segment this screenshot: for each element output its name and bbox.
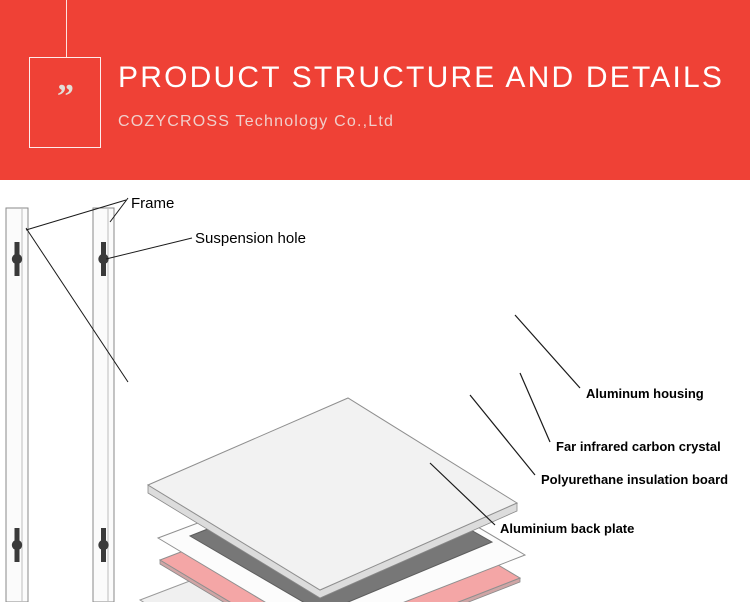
leader-polyurethane-insulation-board	[469, 394, 536, 476]
page-header-banner: ” PRODUCT STRUCTURE AND DETAILS COZYCROS…	[0, 0, 750, 180]
label-frame: Frame	[131, 195, 175, 212]
label-aluminium-back-plate: Aluminium back plate	[500, 521, 635, 536]
quote-icon: ”	[57, 77, 74, 115]
leader-frame-left	[25, 227, 129, 383]
diagram-svg	[5, 197, 581, 602]
layer-aluminum-housing	[146, 397, 519, 599]
leader-frame-group	[25, 197, 129, 231]
exploded-view-diagram: Frame Suspension hole Aluminum housing F…	[0, 180, 750, 602]
header-accent-line	[66, 0, 67, 57]
frame-profile-left	[5, 207, 29, 602]
leader-aluminum-housing	[514, 314, 581, 389]
label-suspension-hole: Suspension hole	[195, 230, 306, 247]
label-polyurethane-insulation-board: Polyurethane insulation board	[541, 472, 729, 487]
frame-profile-right	[92, 207, 115, 602]
company-name: COZYCROSS Technology Co.,Ltd	[118, 113, 395, 130]
suspension-hole-right-bottom	[98, 528, 109, 562]
leader-aluminium-back-plate	[429, 462, 496, 526]
leader-far-infrared-carbon-crystal	[519, 372, 551, 443]
suspension-hole-left-bottom	[11, 528, 23, 562]
suspension-hole-left-top	[11, 242, 23, 276]
label-far-infrared-carbon-crystal: Far infrared carbon crystal	[556, 439, 721, 454]
leader-suspension-hole	[105, 237, 193, 260]
label-aluminum-housing: Aluminum housing	[586, 386, 704, 401]
page-title: PRODUCT STRUCTURE AND DETAILS	[118, 61, 725, 94]
leader-lines	[25, 227, 129, 383]
suspension-hole-right-top	[98, 242, 109, 276]
quote-mark-box: ”	[29, 57, 101, 148]
